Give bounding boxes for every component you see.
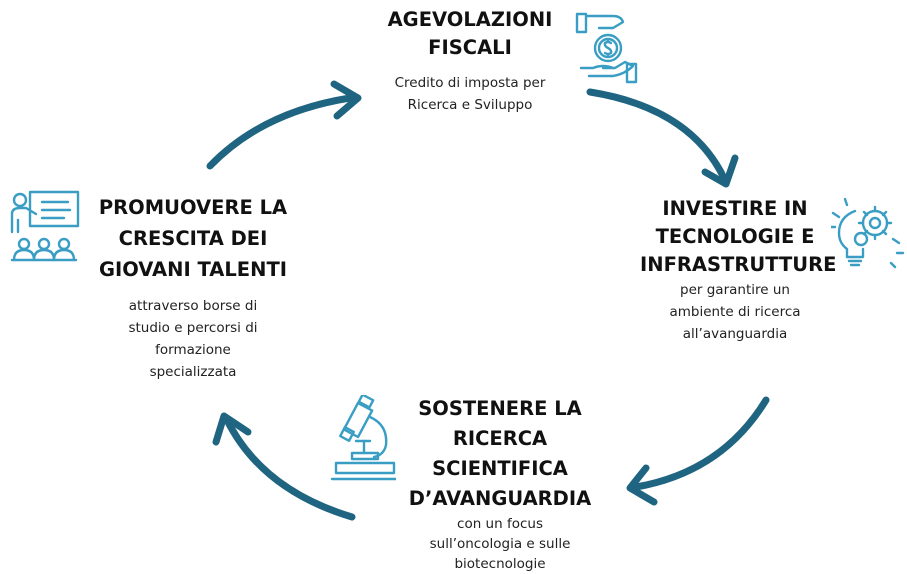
- node-title: AGEVOLAZIONI FISCALI: [370, 6, 570, 62]
- title-line: INVESTIRE IN: [662, 197, 808, 220]
- desc-line: attraverso borse di: [128, 298, 258, 314]
- title-line: PROMUOVERE LA: [98, 196, 288, 219]
- arrowhead-top-left: [330, 80, 362, 120]
- arrowhead-bottom-right: [626, 464, 658, 506]
- desc-line: specializzata: [149, 364, 237, 380]
- node-description: con un focus sull’oncologia e sulle biot…: [395, 514, 605, 574]
- arrowhead-bottom-left: [212, 412, 252, 446]
- arrowhead-top-right: [701, 154, 739, 188]
- node-title: PROMUOVERE LA CRESCITA DEI GIOVANI TALEN…: [88, 192, 298, 285]
- title-line: GIOVANI TALENTI: [98, 258, 288, 281]
- title-line: FISCALI: [428, 36, 512, 59]
- title-line: AGEVOLAZIONI: [387, 8, 553, 31]
- title-line: SOSTENERE LA: [418, 397, 582, 420]
- teacher-class-icon: [10, 190, 80, 262]
- desc-line: all’avanguardia: [682, 326, 788, 342]
- desc-line: biotecnologie: [454, 556, 546, 572]
- title-line: INFRASTRUTTURE: [640, 253, 837, 276]
- arrow-bottom-left: [223, 416, 356, 521]
- title-line: CRESCITA DEI: [118, 227, 268, 250]
- node-sostenere: SOSTENERE LA RICERCA SCIENTIFICA D’AVANG…: [395, 394, 605, 574]
- node-description: per garantire un ambiente di ricerca all…: [640, 279, 830, 345]
- node-promuovere: PROMUOVERE LA CRESCITA DEI GIOVANI TALEN…: [88, 192, 298, 383]
- desc-line: Ricerca e Sviluppo: [407, 97, 533, 113]
- desc-line: sull’oncologia e sulle: [429, 536, 571, 552]
- node-title: SOSTENERE LA RICERCA SCIENTIFICA D’AVANG…: [395, 394, 605, 514]
- desc-line: ambiente di ricerca: [669, 304, 801, 320]
- arrow-top-right: [586, 88, 728, 182]
- node-description: Credito di imposta per Ricerca e Svilupp…: [370, 72, 570, 116]
- lightbulb-gear-icon: [831, 197, 905, 269]
- arrow-top-left: [206, 94, 354, 170]
- desc-line: studio e percorsi di: [128, 320, 258, 336]
- title-line: SCIENTIFICA: [432, 457, 568, 480]
- node-title: INVESTIRE IN TECNOLOGIE E INFRASTRUTTURE: [640, 195, 837, 279]
- microscope-icon: [330, 395, 396, 481]
- desc-line: formazione: [155, 342, 231, 358]
- node-agevolazioni: AGEVOLAZIONI FISCALI Credito di imposta …: [370, 6, 570, 116]
- hand-money-icon: [575, 12, 638, 84]
- arrow-bottom-right: [632, 396, 770, 491]
- node-investire: INVESTIRE IN TECNOLOGIE E INFRASTRUTTURE…: [640, 195, 837, 345]
- title-line: RICERCA: [452, 427, 548, 450]
- title-line: TECNOLOGIE E: [655, 225, 815, 248]
- desc-line: Credito di imposta per: [394, 75, 546, 91]
- desc-line: per garantire un: [680, 282, 790, 298]
- desc-line: con un focus: [457, 516, 543, 532]
- title-line: D’AVANGUARDIA: [408, 487, 592, 510]
- node-description: attraverso borse di studio e percorsi di…: [88, 295, 298, 383]
